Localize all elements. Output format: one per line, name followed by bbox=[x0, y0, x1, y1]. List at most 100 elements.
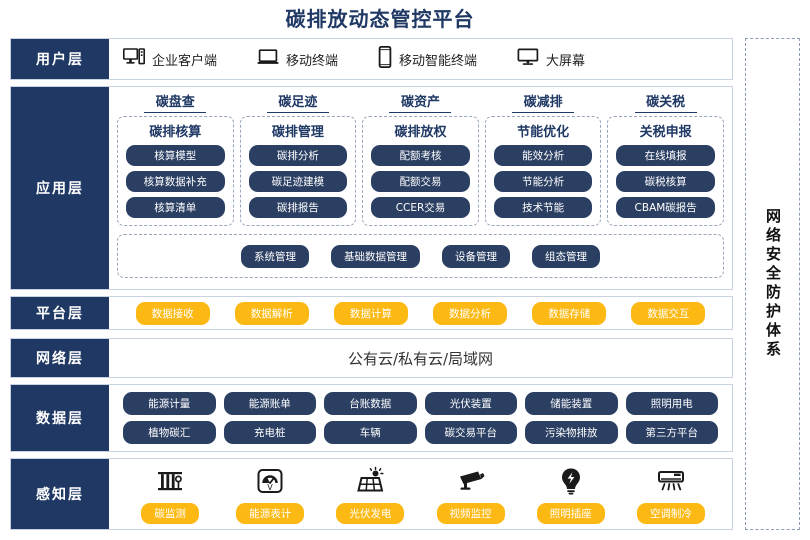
sense-item-lighting-socket[interactable]: 照明插座 bbox=[524, 464, 618, 524]
app-group-box: 碳排放权 配额考核 配额交易 CCER交易 bbox=[362, 116, 479, 226]
app-function-pill[interactable]: 节能分析 bbox=[493, 171, 593, 192]
user-item-label: 移动智能终端 bbox=[399, 53, 478, 69]
layer-platform: 平台层 数据接收 数据解析 数据计算 数据分析 数据存储 数据交互 bbox=[10, 296, 733, 330]
data-pill[interactable]: 污染物排放 bbox=[525, 421, 618, 444]
data-pill[interactable]: 车辆 bbox=[324, 421, 417, 444]
application-management-box: 系统管理 基础数据管理 设备管理 组态管理 bbox=[117, 234, 724, 278]
app-group-box: 关税申报 在线填报 碳税核算 CBAM碳报告 bbox=[607, 116, 724, 226]
app-group-carbon-reduction: 碳减排 节能优化 能效分析 节能分析 技术节能 bbox=[484, 91, 602, 226]
app-group-carbon-tariff: 碳关税 关税申报 在线填报 碳税核算 CBAM碳报告 bbox=[607, 91, 724, 226]
laptop-icon bbox=[257, 48, 279, 70]
layer-application: 应用层 碳盘查 碳排核算 核算模型 核算数据补充 核算清单 碳足迹 碳排管理 bbox=[10, 86, 733, 290]
page-title: 碳排放动态管控平台 bbox=[285, 7, 475, 31]
layer-network-body: 公有云/私有云/局域网 bbox=[109, 339, 732, 377]
carbon-monitor-icon bbox=[155, 464, 185, 498]
user-item-big-screen[interactable]: 大屏幕 bbox=[517, 48, 585, 70]
app-group-carbon-asset: 碳资产 碳排放权 配额考核 配额交易 CCER交易 bbox=[362, 91, 479, 226]
app-function-pill[interactable]: 碳足迹建模 bbox=[248, 171, 348, 192]
app-function-pill[interactable]: 核算数据补充 bbox=[126, 171, 225, 192]
sense-item-solar-power[interactable]: 光伏发电 bbox=[323, 464, 417, 524]
application-groups: 碳盘查 碳排核算 核算模型 核算数据补充 核算清单 碳足迹 碳排管理 碳排分析 … bbox=[117, 91, 724, 226]
app-function-pill[interactable]: 碳排分析 bbox=[248, 145, 348, 166]
light-bulb-icon bbox=[556, 464, 586, 498]
app-group-title: 碳资产 bbox=[389, 91, 452, 113]
app-function-pill[interactable]: 配额交易 bbox=[371, 171, 470, 192]
layer-data-label: 数据层 bbox=[11, 385, 109, 451]
data-pill[interactable]: 植物碳汇 bbox=[123, 421, 216, 444]
layer-data: 数据层 能源计量 能源账单 台账数据 光伏装置 储能装置 照明用电 植物碳汇 充… bbox=[10, 384, 733, 452]
app-function-pill[interactable]: CBAM碳报告 bbox=[616, 197, 715, 218]
sense-pill[interactable]: 视频监控 bbox=[436, 503, 505, 524]
network-text: 公有云/私有云/局域网 bbox=[347, 349, 494, 368]
app-group-carbon-inventory: 碳盘查 碳排核算 核算模型 核算数据补充 核算清单 bbox=[117, 91, 234, 226]
layer-platform-body: 数据接收 数据解析 数据计算 数据分析 数据存储 数据交互 bbox=[109, 297, 732, 329]
layer-sense: 感知层 碳监测 bbox=[10, 458, 733, 530]
security-system-label: 网络安全防护体系 bbox=[764, 208, 782, 360]
data-pill[interactable]: 台账数据 bbox=[324, 392, 417, 415]
platform-pill[interactable]: 数据计算 bbox=[333, 301, 408, 325]
user-item-mobile-terminal[interactable]: 移动终端 bbox=[257, 48, 338, 70]
platform-pill[interactable]: 数据分析 bbox=[433, 301, 508, 325]
layer-data-body: 能源计量 能源账单 台账数据 光伏装置 储能装置 照明用电 植物碳汇 充电桩 车… bbox=[109, 385, 732, 451]
platform-pill[interactable]: 数据存储 bbox=[532, 301, 607, 325]
sense-item-air-conditioning[interactable]: 空调制冷 bbox=[624, 464, 718, 524]
sense-item-carbon-monitor[interactable]: 碳监测 bbox=[123, 464, 217, 524]
sense-pill[interactable]: 碳监测 bbox=[141, 503, 199, 524]
monitor-icon bbox=[517, 48, 539, 70]
sense-pill[interactable]: 照明插座 bbox=[536, 503, 605, 524]
data-row-2: 植物碳汇 充电桩 车辆 碳交易平台 污染物排放 第三方平台 bbox=[123, 421, 718, 444]
energy-meter-icon: V bbox=[255, 464, 285, 498]
layer-user: 用户层 企业客户端 bbox=[10, 38, 733, 80]
app-function-pill[interactable]: 碳税核算 bbox=[616, 171, 715, 192]
desktop-tower-icon bbox=[123, 48, 146, 70]
management-pill[interactable]: 设备管理 bbox=[442, 244, 510, 268]
app-function-pill[interactable]: 配额考核 bbox=[371, 145, 470, 166]
management-pill[interactable]: 系统管理 bbox=[241, 244, 309, 268]
app-group-subtitle: 碳排放权 bbox=[394, 125, 447, 140]
layer-sense-label: 感知层 bbox=[11, 459, 109, 529]
layer-user-label: 用户层 bbox=[11, 39, 109, 79]
app-function-pill[interactable]: 技术节能 bbox=[493, 197, 593, 218]
user-item-smart-mobile-terminal[interactable]: 移动智能终端 bbox=[378, 45, 478, 72]
air-conditioner-icon bbox=[656, 464, 686, 498]
data-pill[interactable]: 充电桩 bbox=[223, 421, 316, 444]
app-function-pill[interactable]: 核算清单 bbox=[126, 197, 225, 218]
data-pill[interactable]: 照明用电 bbox=[625, 392, 718, 415]
data-pill[interactable]: 第三方平台 bbox=[625, 421, 718, 444]
sense-pill[interactable]: 能源表计 bbox=[236, 503, 305, 524]
data-pill[interactable]: 能源账单 bbox=[223, 392, 316, 415]
solar-panel-icon bbox=[355, 464, 385, 498]
platform-pill[interactable]: 数据交互 bbox=[631, 301, 706, 325]
security-system-column: 网络安全防护体系 bbox=[745, 38, 800, 530]
data-pill[interactable]: 碳交易平台 bbox=[424, 421, 517, 444]
data-row-1: 能源计量 能源账单 台账数据 光伏装置 储能装置 照明用电 bbox=[123, 392, 718, 415]
user-item-enterprise-client[interactable]: 企业客户端 bbox=[123, 48, 217, 70]
layer-application-body: 碳盘查 碳排核算 核算模型 核算数据补充 核算清单 碳足迹 碳排管理 碳排分析 … bbox=[109, 87, 732, 289]
management-pill[interactable]: 基础数据管理 bbox=[331, 244, 420, 268]
app-function-pill[interactable]: 碳排报告 bbox=[248, 197, 348, 218]
layer-sense-body: 碳监测 V 能源表计 bbox=[109, 459, 732, 529]
management-pill[interactable]: 组态管理 bbox=[532, 244, 600, 268]
app-group-subtitle: 关税申报 bbox=[639, 125, 692, 140]
platform-pill[interactable]: 数据接收 bbox=[135, 301, 210, 325]
data-pill[interactable]: 能源计量 bbox=[123, 392, 216, 415]
app-function-pill[interactable]: CCER交易 bbox=[371, 197, 470, 218]
data-pill[interactable]: 储能装置 bbox=[525, 392, 618, 415]
sense-item-energy-meter[interactable]: V 能源表计 bbox=[223, 464, 317, 524]
app-group-box: 碳排管理 碳排分析 碳足迹建模 碳排报告 bbox=[239, 116, 357, 226]
sense-item-video-surveillance[interactable]: 视频监控 bbox=[424, 464, 518, 524]
user-item-label: 企业客户端 bbox=[152, 53, 218, 69]
layer-network: 网络层 公有云/私有云/局域网 bbox=[10, 338, 733, 378]
svg-text:V: V bbox=[268, 483, 274, 492]
sense-pill[interactable]: 空调制冷 bbox=[636, 503, 705, 524]
app-function-pill[interactable]: 核算模型 bbox=[126, 145, 225, 166]
app-group-subtitle: 碳排核算 bbox=[149, 125, 202, 140]
platform-pill[interactable]: 数据解析 bbox=[234, 301, 309, 325]
app-function-pill[interactable]: 在线填报 bbox=[616, 145, 715, 166]
app-group-subtitle: 碳排管理 bbox=[271, 125, 324, 140]
app-group-title: 碳盘查 bbox=[144, 91, 207, 113]
sense-pill[interactable]: 光伏发电 bbox=[336, 503, 405, 524]
data-pill[interactable]: 光伏装置 bbox=[424, 392, 517, 415]
app-function-pill[interactable]: 能效分析 bbox=[493, 145, 593, 166]
